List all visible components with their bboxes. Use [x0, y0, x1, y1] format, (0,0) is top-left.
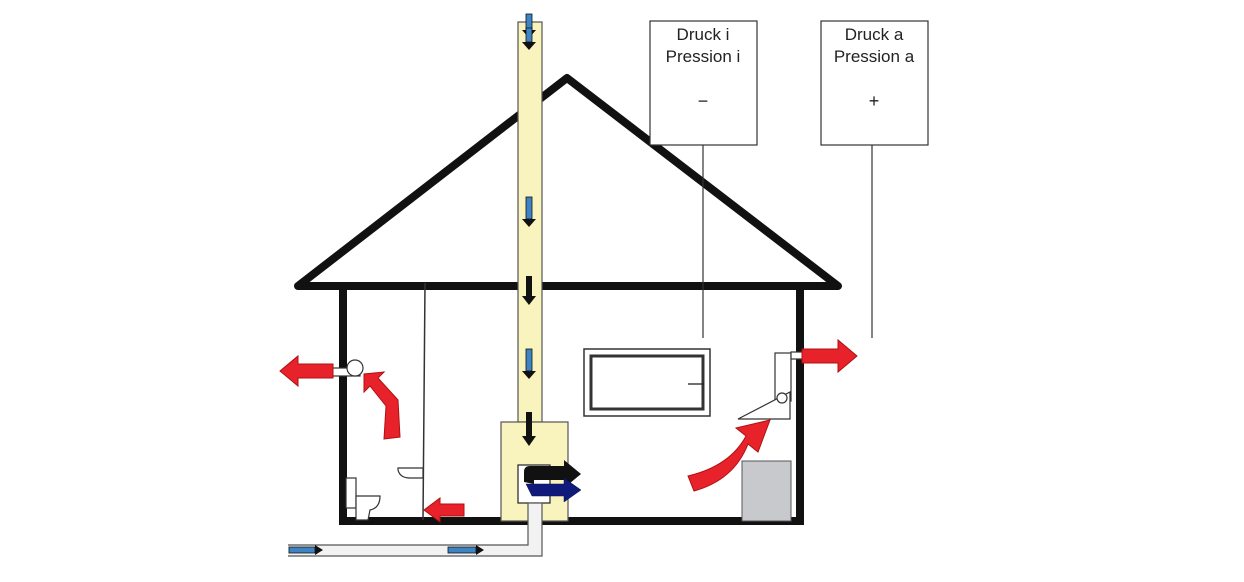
flue-arrow-blue [525, 477, 582, 503]
chimney-arrow-4 [522, 276, 536, 305]
outside-label-line2: Pression a [834, 47, 915, 66]
label-box-inside [649, 20, 758, 146]
outside-pressure-sign: + [869, 91, 880, 111]
right-curved-arrow [687, 419, 771, 492]
partition-line [422, 282, 426, 521]
left-curved-arrow [363, 371, 401, 440]
right-exhaust-arrow [801, 338, 858, 374]
floor-arrow [423, 497, 465, 523]
pipe-supply-arrow-1 [288, 545, 323, 555]
stove [741, 460, 792, 522]
label-box-outside [820, 20, 929, 146]
inside-pressure-sign: − [698, 91, 709, 111]
chimney-arrow-3 [522, 196, 536, 227]
right-hood [737, 351, 804, 420]
left-exhaust-arrow [279, 354, 334, 388]
inside-label-line1: Druck i [677, 25, 730, 44]
inside-label-line2: Pression i [666, 47, 741, 66]
window [583, 348, 711, 417]
outside-label-line1: Druck a [845, 25, 904, 44]
chimney-arrow-2 [522, 27, 536, 50]
sink [397, 467, 424, 479]
pipe-supply-arrow-2 [447, 545, 484, 555]
chimney-supply-arrows [522, 13, 536, 446]
chimney-arrow-5 [522, 348, 536, 379]
toilet [345, 477, 381, 521]
left-exhaust-fan [331, 359, 364, 377]
house-walls [339, 286, 804, 525]
chimney-arrow-6 [522, 412, 536, 446]
